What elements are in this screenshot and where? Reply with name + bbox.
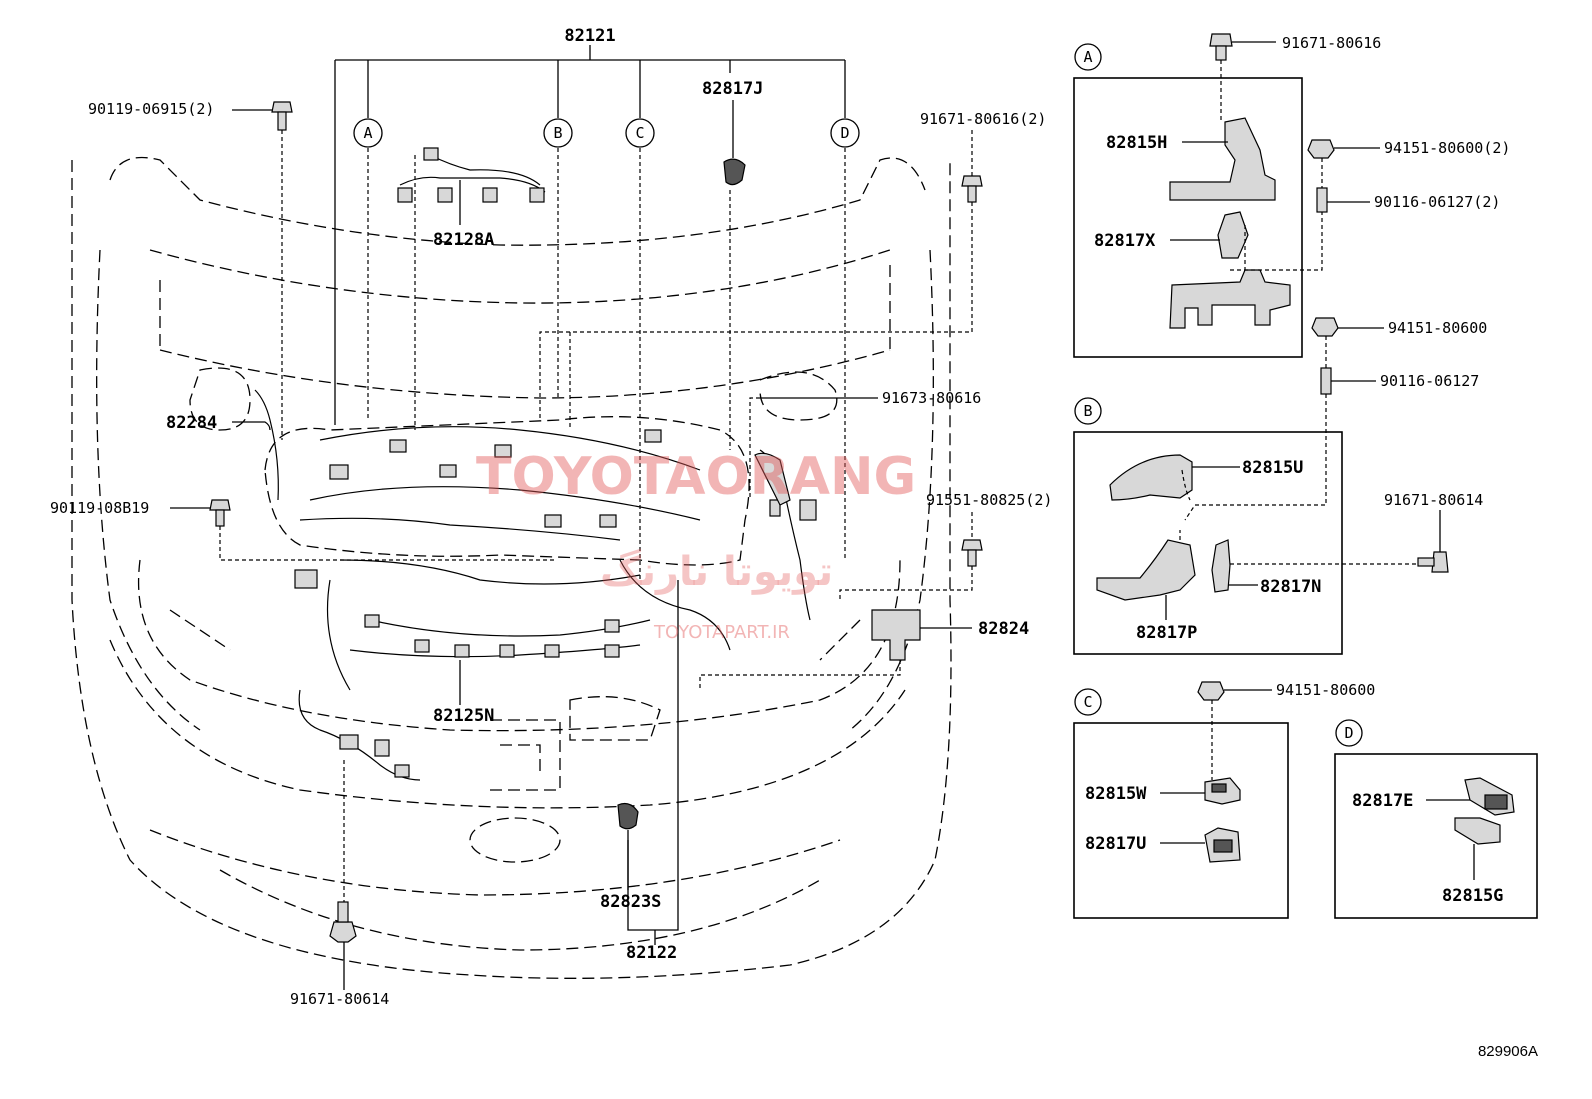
label-91551-80825: 91551-80825(2)	[926, 491, 1052, 509]
label-82284: 82284	[166, 413, 217, 433]
bolt-icon	[209, 499, 231, 527]
detail-c-letter: C	[1083, 693, 1092, 711]
bolt-icon	[1417, 551, 1449, 573]
label-82817J: 82817J	[702, 79, 763, 99]
label-a-94151-80600-2: 94151-80600(2)	[1384, 139, 1510, 157]
label-82824: 82824	[978, 619, 1029, 639]
bolt-icon	[961, 175, 983, 203]
label-b-91671-80614: 91671-80614	[1384, 491, 1483, 509]
label-82817U: 82817U	[1085, 834, 1146, 854]
nut-icon	[1197, 681, 1225, 701]
detail-d-letter: D	[1344, 724, 1353, 742]
detail-a-panel	[1073, 33, 1380, 358]
callouts-main	[353, 118, 860, 148]
label-91671-80614-bottom: 91671-80614	[290, 990, 389, 1008]
fasteners-main	[170, 101, 983, 990]
label-90119-08B19: 90119-08B19	[50, 499, 149, 517]
vehicle-outline	[71, 156, 952, 979]
bolt-icon	[329, 901, 357, 943]
label-82128A: 82128A	[433, 230, 494, 250]
bolt-icon	[961, 539, 983, 567]
label-82817P: 82817P	[1136, 623, 1197, 643]
label-b-94151-80600: 94151-80600	[1388, 319, 1487, 337]
label-91671-80616-2: 91671-80616(2)	[920, 110, 1046, 128]
label-91673-80616: 91673-80616	[882, 389, 981, 407]
bolt-icon	[271, 101, 293, 131]
callout-d: D	[840, 124, 849, 142]
label-82125N: 82125N	[433, 706, 494, 726]
label-82815U: 82815U	[1242, 458, 1303, 478]
callout-b: B	[553, 124, 562, 142]
watermark-farsi: تویوتا نارنگ	[600, 548, 833, 595]
watermark-brand: TOYOTAORANG	[476, 447, 916, 507]
label-82121: 82121	[564, 26, 615, 46]
label-b-90116-06127: 90116-06127	[1380, 372, 1479, 390]
detail-a-letter: A	[1083, 48, 1092, 66]
label-82815H: 82815H	[1106, 133, 1167, 153]
callout-a: A	[363, 124, 372, 142]
detail-d-panel	[1334, 719, 1538, 919]
callout-c: C	[635, 124, 644, 142]
diagram-reference-id: 829906A	[1478, 1043, 1538, 1060]
stud-icon	[1316, 187, 1328, 213]
label-82815G: 82815G	[1442, 886, 1503, 906]
label-a-90116-06127-2: 90116-06127(2)	[1374, 193, 1500, 211]
label-c-94151-80600: 94151-80600	[1276, 681, 1375, 699]
nut-icon	[1307, 139, 1335, 159]
detail-b-letter: B	[1083, 402, 1092, 420]
stud-icon	[1320, 367, 1332, 395]
label-82817X: 82817X	[1094, 231, 1156, 251]
detail-b-panel	[1073, 317, 1449, 655]
label-82122: 82122	[626, 943, 677, 963]
label-82817E: 82817E	[1352, 791, 1413, 811]
label-a-91671-80616: 91671-80616	[1282, 34, 1381, 52]
label-82823S: 82823S	[600, 892, 661, 912]
watermark-site: TOYOTAPART.IR	[653, 622, 790, 643]
bolt-icon	[1209, 33, 1233, 61]
main-leader-lines	[232, 45, 972, 945]
label-82815W: 82815W	[1085, 784, 1147, 804]
nut-icon	[1311, 317, 1339, 337]
label-90119-06915: 90119-06915(2)	[88, 100, 214, 118]
detail-c-panel	[1073, 681, 1289, 919]
engine-harness-assembly	[264, 416, 817, 781]
label-82817N: 82817N	[1260, 577, 1321, 597]
